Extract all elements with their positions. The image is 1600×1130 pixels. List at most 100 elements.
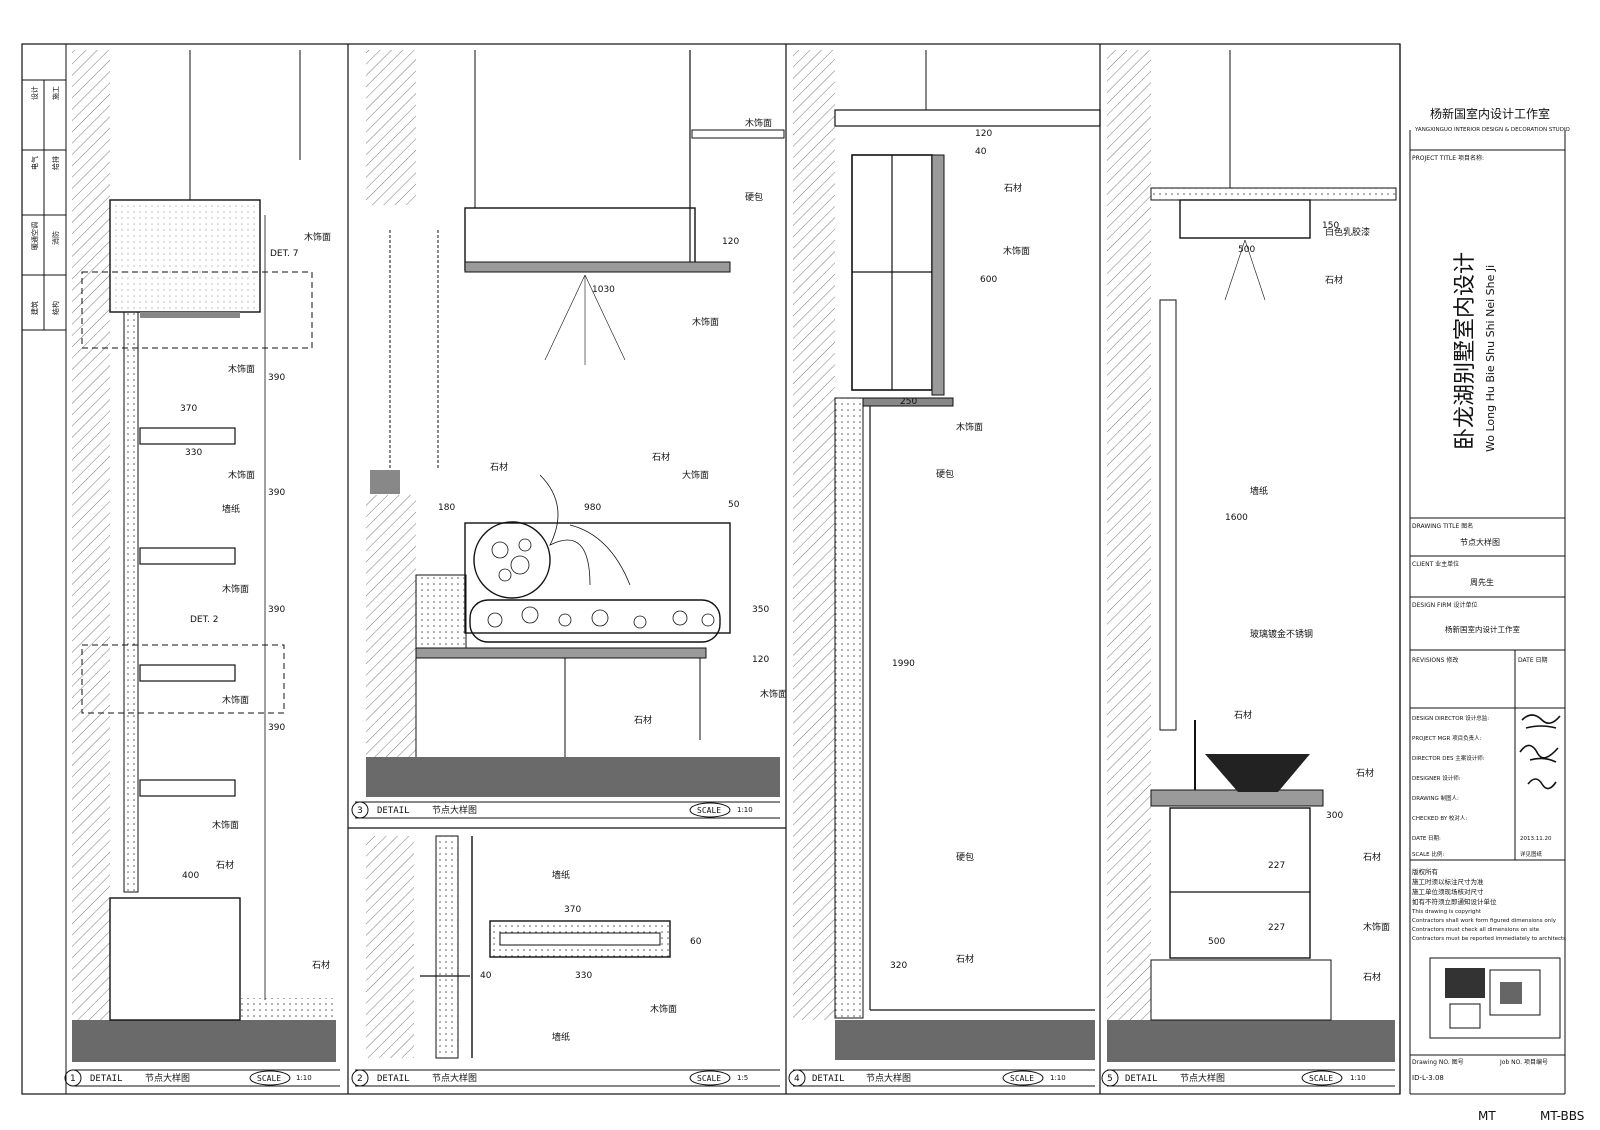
- strip-label: 暖通空调: [30, 222, 39, 250]
- note-line: 版权所有: [1412, 867, 1439, 876]
- dimension: 390: [268, 488, 285, 498]
- panel-2-drawing: [366, 835, 671, 1059]
- strip-label: 施工: [51, 86, 60, 100]
- panel-4-drawing: [793, 50, 1101, 1060]
- dimension: 180: [438, 503, 455, 513]
- key-plan: [1429, 957, 1561, 1039]
- panel-title: 节点大样图: [432, 804, 477, 816]
- dimension: 150: [1322, 221, 1339, 231]
- material-label: 石材: [1234, 709, 1252, 721]
- material-label: 木饰面: [1003, 245, 1030, 257]
- dimension: 120: [722, 237, 739, 247]
- panel-number: 1: [70, 1074, 76, 1084]
- dimension: 370: [180, 404, 197, 414]
- material-label: 石材: [1004, 182, 1022, 194]
- material-label: 石材: [1356, 767, 1374, 779]
- panel-title-bars: [64, 801, 1395, 1087]
- material-label: 墙纸: [552, 869, 570, 881]
- panel-5-drawing: [1107, 50, 1397, 1062]
- panel-1-title: 1 DETAIL 节点大样图 SCALE 1:10: [70, 1072, 312, 1084]
- panel-5-annotations: 白色乳胶漆 石材 墙纸 玻璃镀金不锈钢 石材 石材 石材 木饰面 石材 500 …: [1208, 221, 1390, 983]
- job-no-label: Job NO. 项目编号: [1499, 1058, 1548, 1066]
- project-title-en: Wo Long Hu Bie Shu Shi Nei She Ji: [1484, 265, 1497, 452]
- row-label: SCALE 比例:: [1412, 850, 1444, 858]
- shelf-group: [139, 427, 236, 797]
- material-label: 木饰面: [692, 316, 719, 328]
- drawing-no-label: Drawing NO. 图号: [1412, 1059, 1464, 1066]
- strip-label: 建筑: [30, 301, 39, 315]
- material-label: 木饰面: [228, 363, 255, 375]
- watermark-right: MT-BBS: [1540, 1109, 1584, 1123]
- dimension: 250: [900, 397, 917, 407]
- note-line: 如有不符须立即通知设计单位: [1412, 897, 1497, 906]
- panel-4-annotations: 石材 木饰面 木饰面 硬包 硬包 石材 120 40 600 250 1990 …: [890, 129, 1030, 971]
- material-label: 硬包: [745, 191, 763, 203]
- row-value: 2013.11.20: [1520, 836, 1552, 842]
- date-label: DATE 日期: [1518, 656, 1548, 664]
- note-line: This drawing is copyright: [1411, 909, 1482, 915]
- note-line: Contractors shall work form figured dime…: [1412, 918, 1557, 924]
- material-label: 石材: [652, 451, 670, 463]
- scale-value: 1:5: [737, 1074, 748, 1082]
- note-line: 施工单位须现场核对尺寸: [1412, 887, 1484, 896]
- watermark: MT MT-BBS: [1478, 1109, 1584, 1123]
- row-label: DIRECTOR DES 主案设计师:: [1412, 754, 1485, 762]
- material-label: 石材: [216, 859, 234, 871]
- revisions-label: REVISIONS 修改: [1412, 656, 1458, 664]
- dimension: 300: [1326, 811, 1343, 821]
- material-label: 木饰面: [304, 231, 331, 243]
- panel-title: 节点大样图: [432, 1072, 477, 1084]
- panel-number: 3: [357, 806, 363, 816]
- panel-detail-label: DETAIL: [1125, 1074, 1158, 1084]
- dimension: 40: [480, 971, 492, 981]
- drawing-no: ID-L-3.08: [1412, 1074, 1444, 1082]
- material-label: 木饰面: [745, 117, 772, 129]
- panel-3-annotations: 木饰面 硬包 木饰面 石材 石材 大饰面 木饰面 石材 1030 980 120…: [438, 117, 787, 726]
- row-label: DRAWING 制图人:: [1412, 794, 1459, 802]
- dimension: 500: [1238, 245, 1255, 255]
- panel-1-drawing: [72, 50, 336, 1062]
- dimension: 40: [975, 147, 987, 157]
- material-label: 大饰面: [682, 469, 709, 481]
- project-title-cn: 卧龙湖别墅室内设计: [1453, 252, 1478, 450]
- row-label: DESIGN DIRECTOR 设计总监:: [1412, 714, 1489, 722]
- material-label: 墙纸: [552, 1031, 570, 1043]
- watermark-left: MT: [1478, 1109, 1496, 1123]
- studio-name-en: YANGXINGUO INTERIOR DESIGN & DECORATION …: [1414, 127, 1571, 133]
- panel-3-title: 3 DETAIL 节点大样图 SCALE 1:10: [357, 804, 753, 816]
- strip-label: 结构: [51, 301, 60, 315]
- dimension: 400: [182, 871, 199, 881]
- scale-label: SCALE: [1309, 1074, 1333, 1083]
- client-value: 周先生: [1470, 577, 1494, 587]
- material-label: 石材: [312, 959, 330, 971]
- dimension: 370: [564, 905, 581, 915]
- dimension: 50: [728, 500, 740, 510]
- signatures: [1519, 714, 1561, 790]
- material-label: 墙纸: [222, 503, 240, 515]
- material-label: 木饰面: [222, 583, 249, 595]
- material-label: 硬包: [956, 851, 974, 863]
- panel-title: 节点大样图: [145, 1072, 190, 1084]
- scale-label: SCALE: [697, 806, 721, 815]
- material-label: 木饰面: [760, 688, 787, 700]
- drawing-title-label: DRAWING TITLE 图名: [1412, 522, 1473, 530]
- dimension: 120: [752, 655, 769, 665]
- material-label: 木饰面: [222, 694, 249, 706]
- panel-detail-label: DETAIL: [90, 1074, 123, 1084]
- panel-detail-label: DETAIL: [812, 1074, 845, 1084]
- material-label: 玻璃镀金不锈钢: [1250, 628, 1313, 640]
- material-label: 白色乳胶漆: [1325, 226, 1370, 238]
- title-block-lines: [1409, 130, 1566, 1095]
- dimension: 1030: [592, 285, 615, 295]
- scale-value: 1:10: [1050, 1074, 1066, 1082]
- sheet-border: [21, 43, 1401, 1095]
- title-block-texts: 杨新国室内设计工作室 YANGXINGUO INTERIOR DESIGN & …: [1411, 106, 1571, 1082]
- scale-label: SCALE: [697, 1074, 721, 1083]
- panel-number: 5: [1107, 1074, 1113, 1084]
- material-label: 石材: [1363, 971, 1381, 983]
- panel-4-title: 4 DETAIL 节点大样图 SCALE 1:10: [794, 1072, 1066, 1084]
- material-label: 木饰面: [228, 469, 255, 481]
- material-label: 石材: [1363, 851, 1381, 863]
- panel-number: 4: [794, 1074, 800, 1084]
